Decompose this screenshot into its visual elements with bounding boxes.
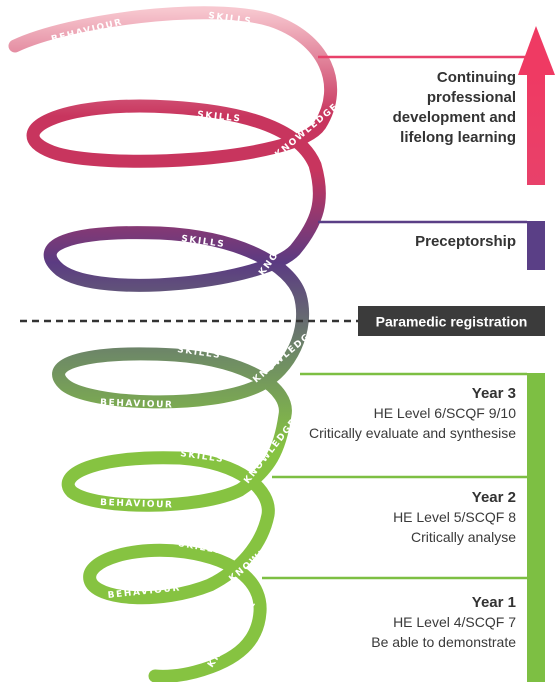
year2-title: Year 2 [472, 489, 516, 506]
preceptorship-bar [527, 221, 545, 270]
year1-outcome: Be able to demonstrate [371, 634, 516, 650]
coil-word-behaviour: BEHAVIOUR [100, 498, 174, 511]
coil-word-behaviour: BEHAVIOUR [100, 290, 174, 305]
cpd-label-line-1: Continuing [437, 69, 516, 86]
coil-word-behaviour: BEHAVIOUR [104, 176, 178, 190]
cpd-label-line-4: lifelong learning [400, 129, 516, 146]
cpd-label-line-2: professional [427, 89, 516, 106]
year1-level: HE Level 4/SCQF 7 [393, 614, 516, 630]
year3-level: HE Level 6/SCQF 9/10 [374, 405, 517, 421]
preceptorship-indicator [318, 220, 545, 270]
registration-box [358, 306, 545, 336]
cpd-indicator [318, 26, 555, 185]
coil [8, 6, 338, 682]
coil-word-behaviour: BEHAVIOUR [100, 398, 174, 411]
cpd-arrow-shaft [527, 75, 545, 185]
coil-word-knowledge: KNOWLEDGE [252, 327, 319, 386]
coil-word-skills: SKILLS [197, 110, 242, 125]
coil-strand [8, 6, 338, 682]
year-bracket-bar [527, 373, 545, 682]
year2-level: HE Level 5/SCQF 8 [393, 509, 516, 525]
cpd-arrow-head [518, 26, 555, 75]
year1-title: Year 1 [472, 594, 516, 611]
year-bracket [262, 372, 545, 682]
coil-word-knowledge: KNOWLEDGE [242, 417, 299, 486]
stage-labels: Continuing professional development and … [309, 69, 516, 650]
year3-outcome: Critically evaluate and synthesise [309, 425, 516, 441]
cpd-label-line-3: development and [393, 109, 516, 126]
year3-title: Year 3 [472, 385, 516, 402]
year2-outcome: Critically analyse [411, 529, 516, 545]
preceptorship-label: Preceptorship [415, 233, 516, 250]
registration-label: Paramedic registration [376, 314, 528, 330]
